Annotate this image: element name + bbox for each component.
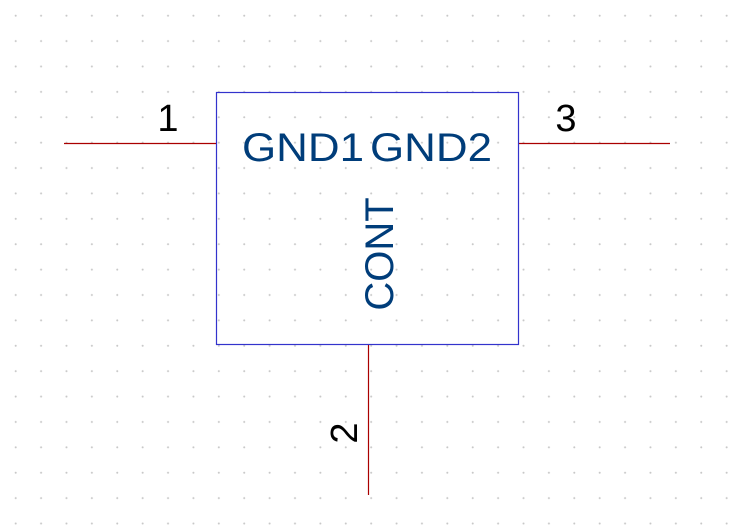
pin-3[interactable]: 3 [519,98,670,145]
pin-3-name: GND2 [370,126,492,170]
pin-3-number: 3 [555,98,576,140]
pin-2-number: 2 [324,422,366,443]
pin-1[interactable]: 1 [64,98,216,145]
pin-1-name: GND1 [242,126,364,170]
pin-2[interactable]: 2 [324,345,370,495]
pin-2-name: CONT [358,197,402,310]
pin-1-number: 1 [157,98,178,140]
component-body[interactable] [215,91,520,346]
